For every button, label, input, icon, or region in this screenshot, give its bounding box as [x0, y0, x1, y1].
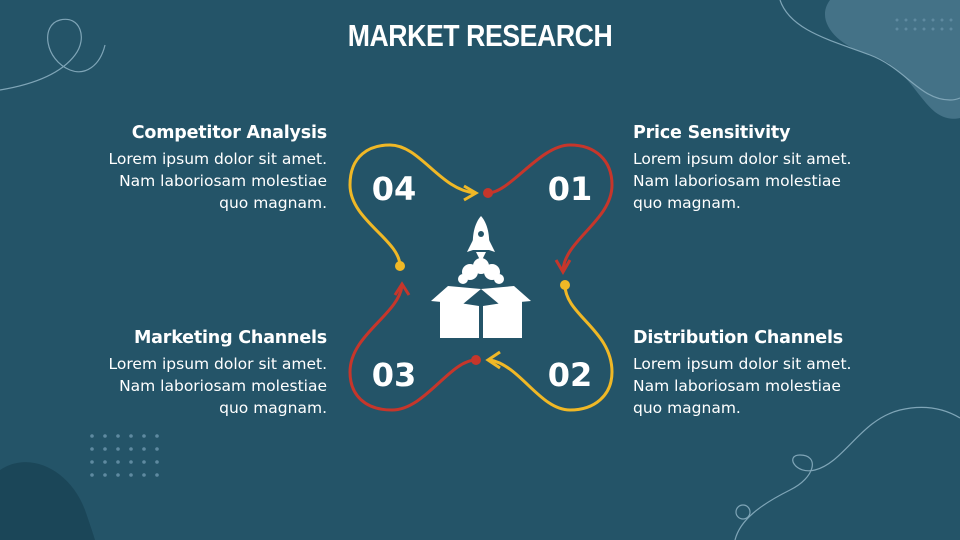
step-number-01: 01 — [548, 170, 593, 208]
decor-dot — [895, 27, 899, 31]
decor-line-top-right — [779, 0, 960, 101]
decor-dot — [116, 473, 120, 477]
step-02-body: Lorem ipsum dolor sit amet. Nam laborios… — [633, 355, 852, 417]
loop-03-start-dot — [471, 355, 481, 365]
decor-dot — [922, 18, 926, 22]
decor-dot — [155, 447, 159, 451]
decor-dot — [129, 434, 133, 438]
step-03-block: Marketing Channels Lorem ipsum dolor sit… — [87, 327, 328, 419]
decor-dot — [940, 27, 944, 31]
decor-line-top-left — [0, 18, 106, 91]
loop-01-connector — [487, 143, 614, 271]
decor-dot — [142, 447, 146, 451]
decor-dot — [103, 460, 107, 464]
loop-02-arrowhead — [485, 350, 501, 370]
loop-02-connector — [489, 284, 614, 412]
decor-dot-grid-bottom-left — [90, 434, 159, 477]
decor-dot — [155, 473, 159, 477]
loop-03-connector — [348, 285, 477, 412]
decor-dot — [155, 460, 159, 464]
decor-dot — [103, 473, 107, 477]
step-01-heading: Price Sensitivity — [633, 123, 791, 143]
step-04-block: Competitor Analysis Lorem ipsum dolor si… — [87, 122, 328, 214]
step-03-body: Lorem ipsum dolor sit amet. Nam laborios… — [108, 355, 327, 417]
decor-dot — [913, 27, 917, 31]
decor-dot — [949, 18, 953, 22]
decor-dot — [931, 27, 935, 31]
decor-dot — [90, 434, 94, 438]
decor-dot — [922, 27, 926, 31]
decor-dot — [904, 27, 908, 31]
decor-dot — [103, 447, 107, 451]
decor-dot — [895, 18, 899, 22]
rocket-launching-from-box-icon — [431, 216, 531, 338]
decor-dot — [90, 473, 94, 477]
decor-dot — [142, 460, 146, 464]
decor-dot — [913, 18, 917, 22]
decor-blob-top-right — [824, 0, 960, 119]
step-number-02: 02 — [548, 356, 593, 394]
page-title: MARKET RESEARCH — [347, 18, 613, 53]
step-01-body: Lorem ipsum dolor sit amet. Nam laborios… — [633, 150, 852, 212]
decor-dot — [90, 447, 94, 451]
decor-dot — [142, 434, 146, 438]
decor-line-bottom-right — [734, 406, 960, 540]
loop-04-connector — [348, 143, 476, 267]
step-number-03: 03 — [372, 356, 417, 394]
decor-dot — [904, 18, 908, 22]
decor-dot — [129, 447, 133, 451]
decor-dot — [949, 27, 953, 31]
step-04-body: Lorem ipsum dolor sit amet. Nam laborios… — [108, 150, 327, 212]
loop-01-start-dot — [483, 188, 493, 198]
decor-dot — [129, 473, 133, 477]
step-01-block: Price Sensitivity Lorem ipsum dolor sit … — [633, 122, 873, 214]
decor-dot — [931, 18, 935, 22]
loop-03-arrowhead — [393, 281, 411, 296]
loop-04-arrowhead — [463, 184, 479, 202]
step-03-heading: Marketing Channels — [133, 328, 327, 348]
decor-dot — [142, 473, 146, 477]
loop-01-arrowhead — [554, 259, 572, 275]
step-04-heading: Competitor Analysis — [131, 123, 327, 143]
decor-dot-grid-top-right — [895, 18, 953, 31]
decor-dot — [116, 434, 120, 438]
decor-blob-bottom-left — [0, 462, 95, 540]
decor-dot — [940, 18, 944, 22]
step-02-heading: Distribution Channels — [633, 328, 843, 348]
decor-dot — [155, 434, 159, 438]
decor-ring-bottom-right — [735, 504, 751, 520]
loop-02-start-dot — [560, 280, 570, 290]
decor-dot — [103, 434, 107, 438]
loop-04-start-dot — [395, 261, 405, 271]
decor-dot — [116, 447, 120, 451]
step-number-04: 04 — [372, 170, 417, 208]
decor-dot — [116, 460, 120, 464]
step-02-block: Distribution Channels Lorem ipsum dolor … — [633, 327, 873, 419]
decor-dot — [129, 460, 133, 464]
decor-dot — [90, 460, 94, 464]
